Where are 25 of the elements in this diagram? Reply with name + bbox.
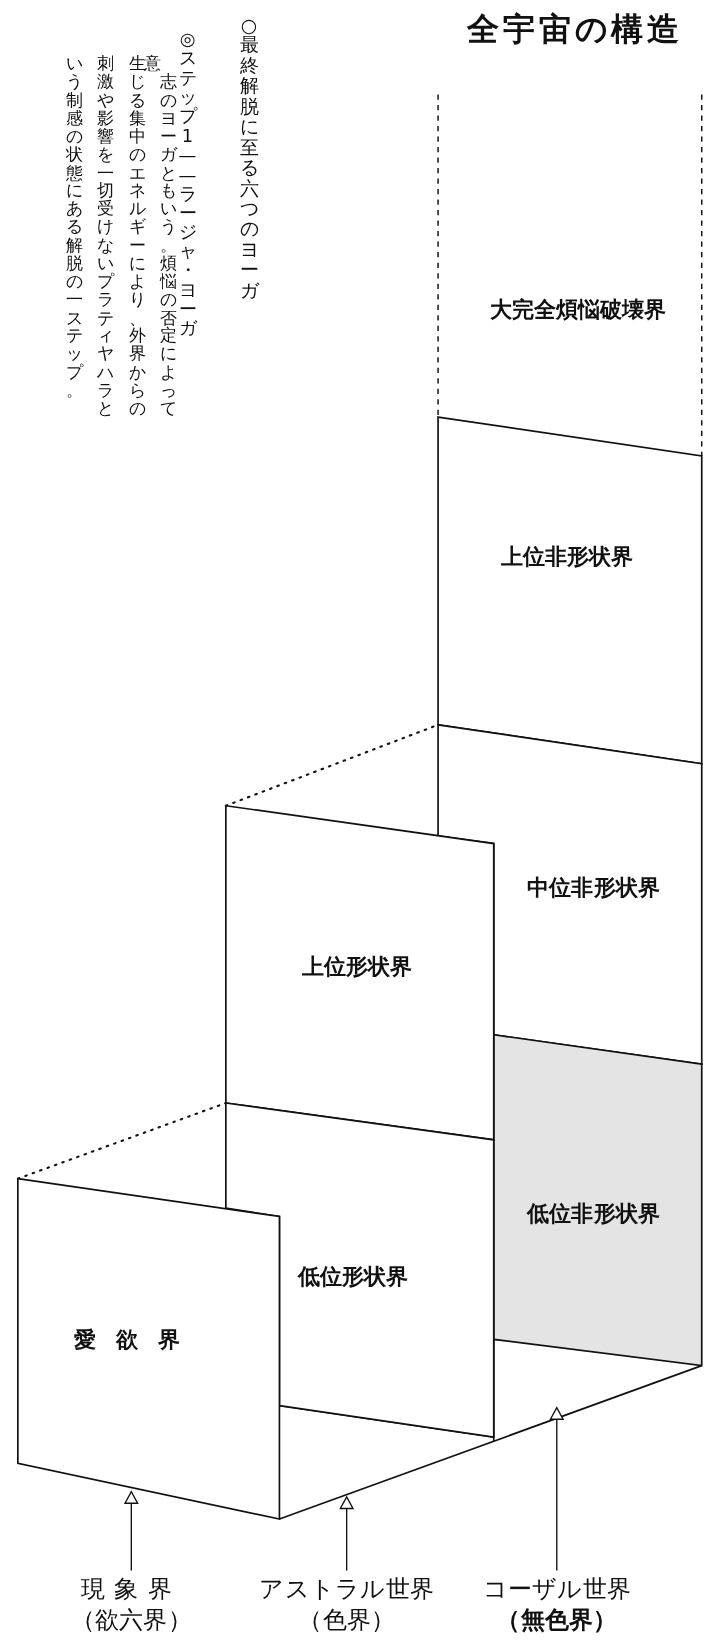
heading-text: ○最終解脱に至る六つのヨーガ [239,14,259,304]
wall-panel [225,805,494,1140]
open-band [438,94,702,456]
leader-arrow [339,1496,354,1572]
panel-label: 低位非形状界 [527,1198,660,1228]
wall-panel [493,1034,702,1366]
wall-panel [438,724,702,1065]
heading-text: ◎ステップ1——ラージャ・ヨーガ [178,29,197,341]
panel-label: 大完全煩悩破壊界 [489,295,666,325]
wall-panel [225,1103,494,1438]
panel-label: 低位形状界 [297,1261,409,1291]
world-label: 現象界 [79,1573,184,1604]
world-label: （色界） [297,1605,396,1636]
world-label: アストラル世界 [258,1573,435,1604]
world-label: （無色界） [495,1604,619,1636]
leader-arrow [549,1407,564,1572]
world-label: （欲六界） [69,1605,193,1636]
panel-label: 上位形状界 [302,951,413,982]
title: 全宇宙の構造 [467,9,683,50]
world-label: コーザル世界 [481,1573,632,1604]
description-text: 意志のヨーガともいう。煩悩の否定によって生じる集中のエネルギーにより、外界からの刺激や影響を一切受けないプラティヤハラという制感の状態にある解脱の一ステップ。 [65,54,178,421]
leader-arrow [124,1491,139,1572]
panel-label: 愛欲界 [73,1324,200,1354]
wall-panel [17,1178,280,1519]
panel-label: 中位非形状界 [527,873,660,903]
